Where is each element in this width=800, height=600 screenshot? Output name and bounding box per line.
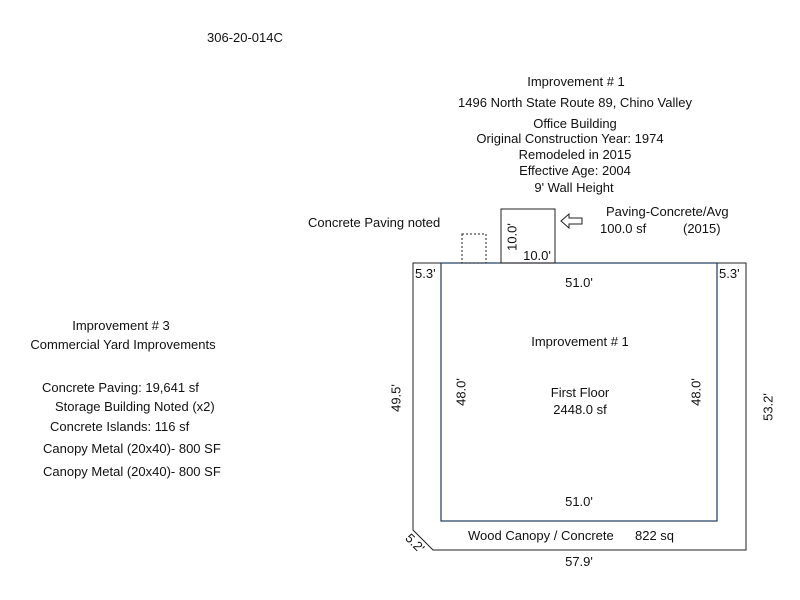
improvement3-item: Concrete Paving: 19,641 sf <box>42 380 199 395</box>
dim-inner-top: 51.0' <box>565 275 593 290</box>
improvement1-address: 1496 North State Route 89, Chino Valley <box>458 95 692 110</box>
improvement3-item: Canopy Metal (20x40)- 800 SF <box>43 464 221 479</box>
dim-inner-left: 48.0' <box>453 378 469 406</box>
improvement3-item: Storage Building Noted (x2) <box>55 399 215 414</box>
dim-outer-left: 49.5' <box>388 384 404 412</box>
improvement1-heading: Improvement # 1 <box>527 74 625 89</box>
noted-paving-outline <box>461 233 487 264</box>
canopy-area: 822 sq <box>635 528 675 543</box>
dim-inner-bottom: 51.0' <box>565 494 593 509</box>
improvement3-item: Canopy Metal (20x40)- 800 SF <box>43 441 221 456</box>
dim-inner-right: 48.0' <box>688 378 704 406</box>
dim-outer-bottom: 57.9' <box>565 554 593 569</box>
paving-slab-title: Paving-Concrete/Avg <box>606 204 729 219</box>
improvement1-detail: Remodeled in 2015 <box>518 147 632 162</box>
dim-corner-left: 5.3' <box>415 266 436 281</box>
improvement1-detail: Original Construction Year: 1974 <box>476 131 664 146</box>
dim-corner-right: 5.3' <box>719 266 740 281</box>
building-outline <box>440 262 718 522</box>
building-area: 2448.0 sf <box>553 402 607 417</box>
improvement1-detail: 9' Wall Height <box>534 180 614 195</box>
parcel-id: 306-20-014C <box>207 30 283 45</box>
canopy-label: Wood Canopy / Concrete <box>468 528 614 543</box>
arrow-left-icon <box>560 212 583 230</box>
paving-slab-year: (2015) <box>683 221 721 236</box>
paving-slab-area: 100.0 sf <box>600 221 647 236</box>
dim-outer-right: 53.2' <box>760 393 776 421</box>
improvement3-heading: Improvement # 3 <box>72 318 170 333</box>
paving-slab-dim-bottom: 10.0' <box>523 248 551 263</box>
improvement3-subtitle: Commercial Yard Improvements <box>30 337 216 352</box>
improvement3-item: Concrete Islands: 116 sf <box>50 419 190 434</box>
concrete-paving-noted-label: Concrete Paving noted <box>308 215 441 230</box>
improvement1-detail: Effective Age: 2004 <box>519 163 631 178</box>
paving-slab-dim-side: 10.0' <box>504 223 520 251</box>
building-label: Improvement # 1 <box>531 334 629 349</box>
paving-slab-outline <box>500 208 556 264</box>
improvement1-detail: Office Building <box>533 116 617 131</box>
building-floor: First Floor <box>550 385 610 400</box>
